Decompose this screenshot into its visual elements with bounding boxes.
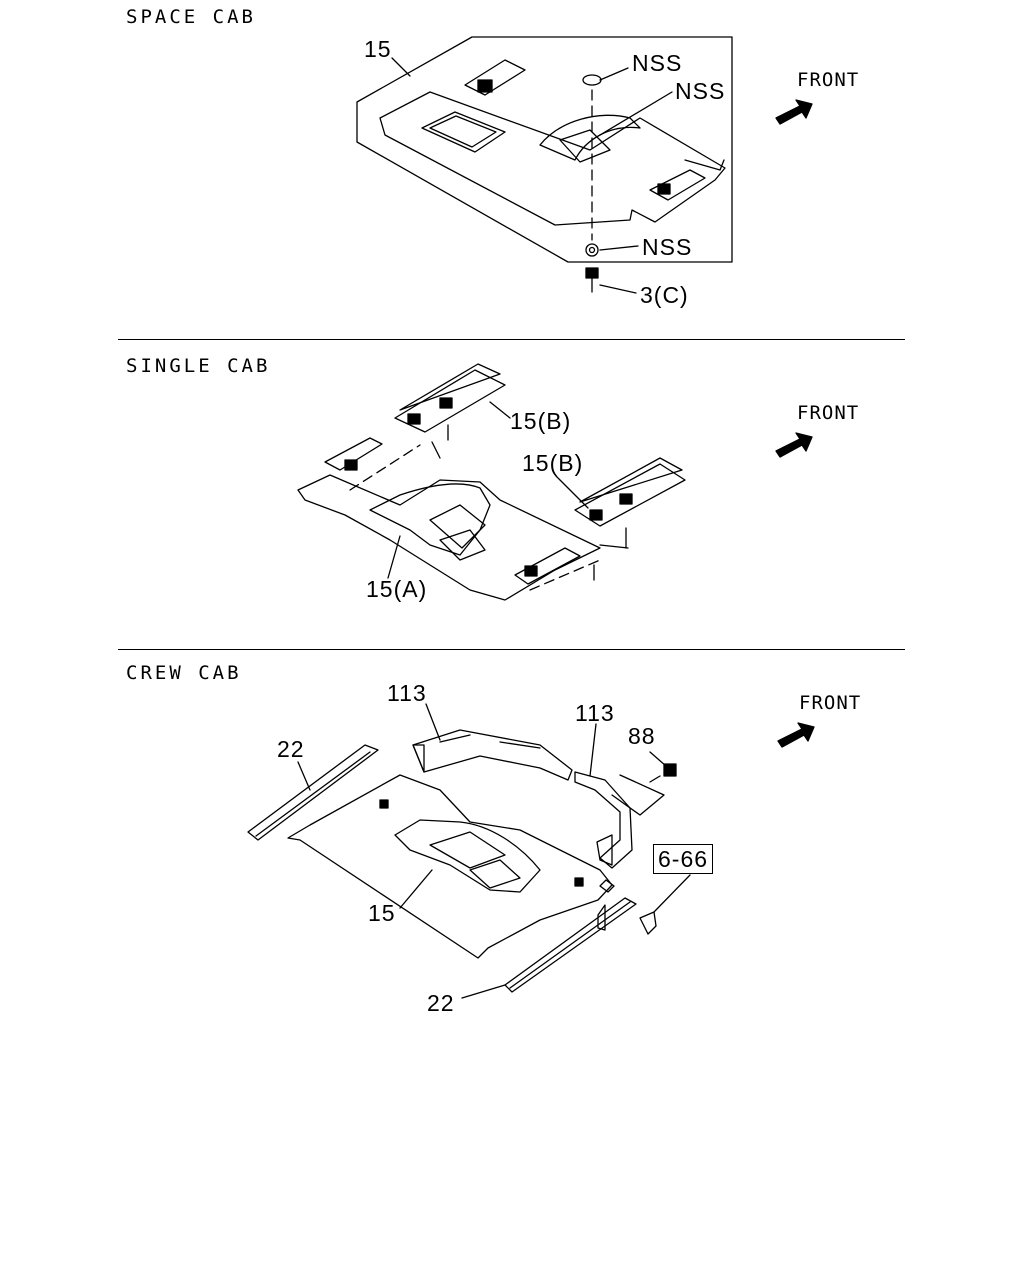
callout-nss-bottom: NSS: [642, 234, 693, 260]
callout-15: 15: [364, 36, 392, 62]
section-title-space-cab: SPACE CAB: [126, 6, 256, 28]
callout-nss-top: NSS: [632, 50, 683, 76]
section-divider: [118, 339, 905, 340]
callout-nss-middle: NSS: [675, 78, 726, 104]
section-title-crew-cab: CREW CAB: [126, 662, 242, 684]
callout-113-right: 113: [575, 700, 615, 726]
section-title-single-cab: SINGLE CAB: [126, 355, 271, 377]
section-divider: [118, 649, 905, 650]
callout-15a: 15(A): [366, 576, 428, 602]
front-label-single-cab: FRONT: [797, 402, 860, 424]
callout-113-left: 113: [387, 680, 427, 706]
callout-3c: 3(C): [640, 282, 689, 308]
front-label-crew-cab: FRONT: [799, 692, 862, 714]
callout-88: 88: [628, 723, 656, 749]
callout-6-66: 6-66: [653, 844, 714, 874]
callout-22-upper: 22: [277, 736, 305, 762]
callout-15-crew: 15: [368, 900, 396, 926]
front-label-space-cab: FRONT: [797, 69, 860, 91]
callout-22-lower: 22: [427, 990, 455, 1016]
callout-15b-lower: 15(B): [522, 450, 584, 476]
callout-15b-upper: 15(B): [510, 408, 572, 434]
